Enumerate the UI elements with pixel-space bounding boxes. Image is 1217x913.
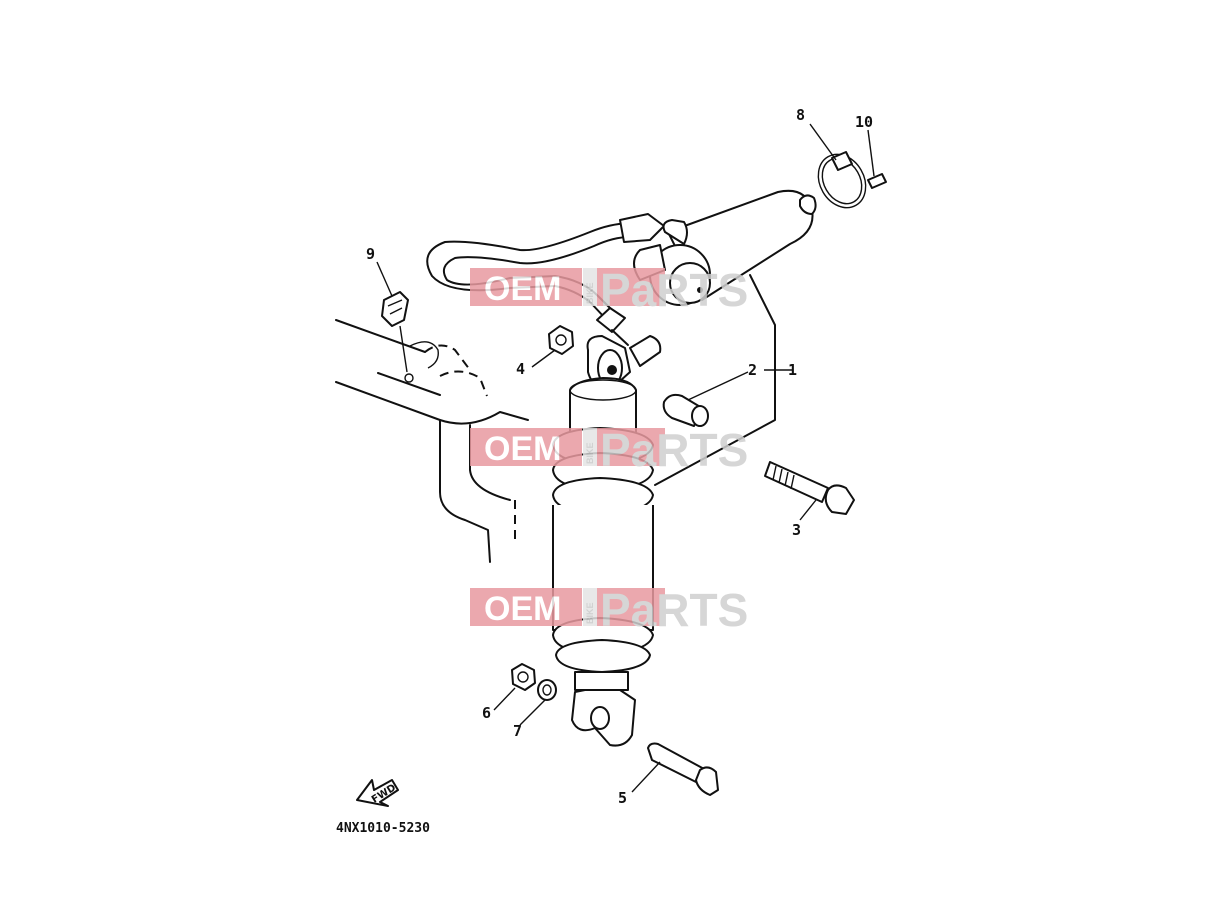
callout-5: 5 xyxy=(618,789,627,807)
watermark-parts-text-2: PaRTS xyxy=(600,424,748,476)
callout-4: 4 xyxy=(516,360,525,378)
watermark-bottom: OEM BIKE PaRTS xyxy=(470,584,748,636)
watermark-oem-bg xyxy=(470,268,582,306)
callout-3: 3 xyxy=(792,521,801,539)
shock-absorber xyxy=(552,335,662,747)
callout-9: 9 xyxy=(366,245,375,263)
callout-8: 8 xyxy=(796,106,805,124)
leader-lines xyxy=(376,123,875,793)
watermark-top: OEM BIKE PaRTS xyxy=(470,264,748,316)
watermark-parts-text: PaRTS xyxy=(600,264,748,316)
watermark-middle: OEM BIKE PaRTS xyxy=(470,424,748,476)
watermark-parts-text-3: PaRTS xyxy=(600,584,748,636)
fwd-arrow-icon: FWD xyxy=(356,779,399,807)
callout-2: 2 xyxy=(748,361,757,379)
frame-section xyxy=(335,319,529,563)
diagram-part-code: 4NX1010-5230 xyxy=(336,821,430,836)
callout-7: 7 xyxy=(513,722,522,740)
small-parts xyxy=(381,151,887,796)
watermark-bike-text-3: BIKE xyxy=(585,602,595,624)
callout-6: 6 xyxy=(482,704,491,722)
watermark-oem-text-3: OEM xyxy=(484,590,561,628)
watermark-oem-text: OEM xyxy=(484,270,561,308)
watermark-bike-text: BIKE xyxy=(585,282,595,304)
callout-labels: 1 2 3 4 5 6 7 8 9 10 xyxy=(366,106,873,807)
watermark-bike-text-2: BIKE xyxy=(585,442,595,464)
callout-10: 10 xyxy=(855,113,873,131)
callout-1: 1 xyxy=(788,361,797,379)
watermark-oem-text-2: OEM xyxy=(484,430,561,468)
